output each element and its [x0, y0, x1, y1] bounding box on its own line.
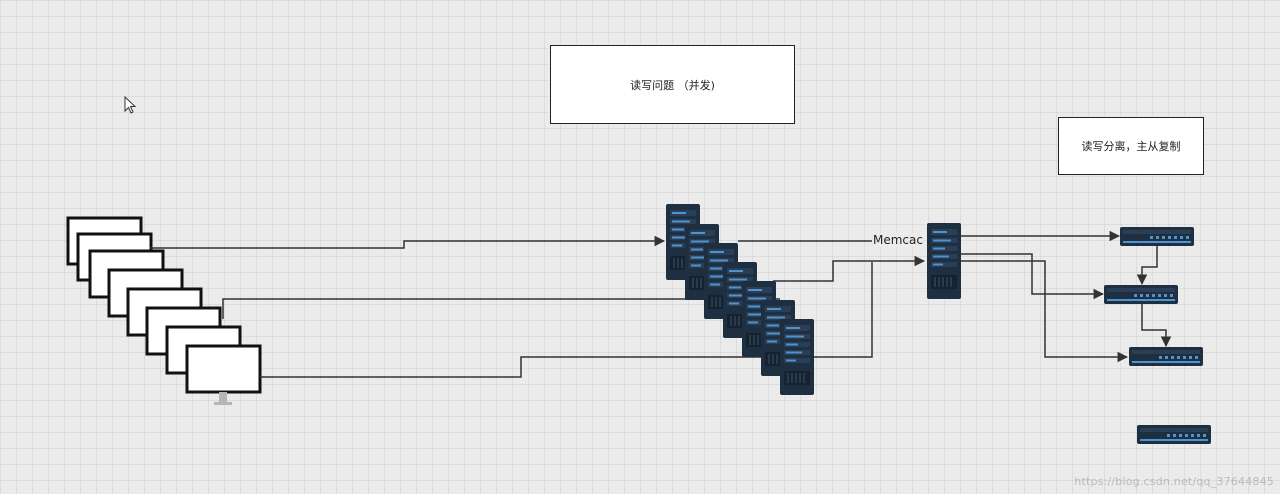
connector-client-to-app — [260, 356, 780, 378]
monitor-stand — [219, 392, 227, 402]
rw-split-note-text: 读写分离，主从复制 — [1081, 140, 1181, 153]
concurrency-note-box: 读写问题 （并发) — [550, 45, 795, 124]
client-monitors — [66, 216, 262, 405]
connector-slave-to-slave — [1141, 303, 1172, 348]
rw-split-note-box: 读写分离，主从复制 — [1058, 117, 1204, 175]
db-slave-icon — [1129, 347, 1203, 366]
monitor-base — [214, 402, 232, 405]
memcache-label: Memcac — [872, 233, 924, 247]
app-server-stack — [665, 203, 815, 396]
connector-client-to-app — [150, 235, 666, 249]
connector-cache-to-db-slave — [961, 260, 1129, 363]
db-master-icon — [1120, 227, 1194, 246]
server-icon — [779, 318, 815, 396]
monitor-screen — [185, 344, 262, 394]
connector-app-to-cache — [773, 255, 926, 282]
connector-master-to-slave — [1136, 245, 1158, 286]
connector-client-to-app — [222, 298, 780, 319]
mouse-cursor-icon — [124, 96, 137, 114]
connector-app-to-cache — [814, 262, 873, 358]
connector-cache-to-db-slave — [961, 253, 1105, 300]
db-slave-icon — [1104, 285, 1178, 304]
connectors — [150, 230, 1172, 378]
memcache-server-icon — [926, 222, 962, 300]
watermark: https://blog.csdn.net/qq_37644845 — [1074, 475, 1274, 488]
db-spare-icon — [1137, 425, 1211, 444]
concurrency-note-text: 读写问题 （并发) — [630, 78, 715, 92]
